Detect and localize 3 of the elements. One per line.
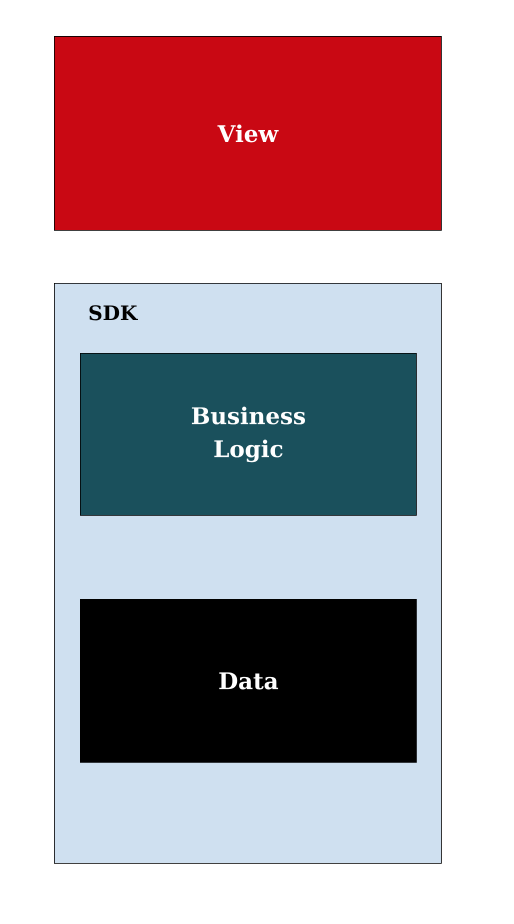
component-box: View	[54, 36, 442, 231]
component-box: Data	[80, 599, 417, 763]
component-box: Business Logic	[80, 353, 417, 516]
